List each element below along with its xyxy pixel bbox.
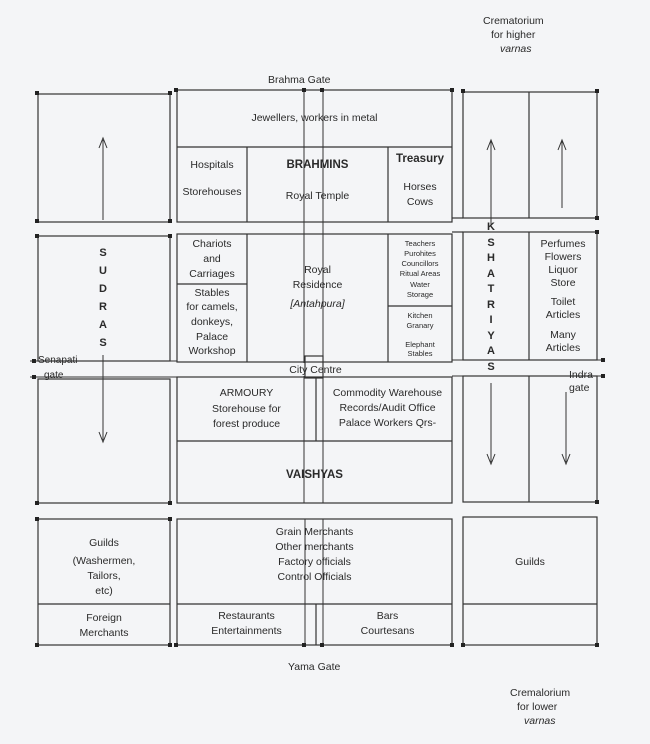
block-north: [176, 89, 453, 223]
block-ssw: [37, 518, 171, 646]
crematorium-higher-1: Crematorium: [483, 15, 544, 27]
chariots-1: Chariots: [192, 238, 232, 250]
chariots-3: Carriages: [189, 268, 235, 280]
treasury-label: Treasury: [396, 153, 444, 165]
elephant-1: Elephant: [405, 340, 435, 349]
block-sw: [37, 378, 171, 504]
perfumes-4: Store: [550, 277, 576, 289]
kitchen-2: Granary: [406, 321, 434, 330]
block-ne: [462, 91, 598, 219]
restaurants-2: Entertainments: [211, 625, 282, 637]
block-market: [176, 518, 453, 646]
stables-2: for camels,: [186, 301, 238, 313]
teachers-3: Councillors: [401, 259, 439, 268]
block-south: [176, 376, 453, 504]
storehouse-forest-2: forest produce: [212, 418, 281, 430]
storehouses-label: Storehouses: [182, 186, 242, 198]
chariots-2: and: [203, 253, 221, 265]
corner-posts: [32, 88, 605, 647]
kitchen-1: Kitchen: [407, 311, 433, 320]
horses-label: Horses: [403, 181, 437, 193]
restaurants-1: Restaurants: [218, 610, 275, 622]
brahma-gate-label: Brahma Gate: [268, 74, 331, 86]
stables-3: donkeys,: [190, 316, 234, 328]
block-centre: [176, 233, 453, 363]
bars-2: Courtesans: [360, 625, 415, 637]
commodity-1: Commodity Warehouse: [332, 387, 443, 399]
perfumes-3: Liquor: [548, 264, 578, 276]
merchants-2: Other merchants: [275, 541, 354, 553]
yama-gate-label: Yama Gate: [288, 661, 341, 673]
crematorium-higher-2: for higher: [491, 29, 536, 41]
crematorium-lower-3: varnas: [524, 715, 556, 727]
jewellers-label: Jewellers, workers in metal: [251, 112, 378, 124]
royal-residence-2: Residence: [292, 279, 343, 291]
hospitals-label: Hospitals: [190, 159, 234, 171]
crematorium-lower-1: Cremalorium: [510, 687, 571, 699]
commodity-2: Records/Audit Office: [339, 402, 436, 414]
merchants-4: Control Officials: [277, 571, 352, 583]
teachers-2: Purohites: [404, 249, 436, 258]
block-sse: [462, 516, 598, 646]
block-nw: [37, 93, 171, 223]
stables-5: Workshop: [188, 345, 236, 357]
perfumes-1: Perfumes: [540, 238, 586, 250]
teachers-4: Ritual Areas: [399, 269, 441, 278]
toilet-2: Articles: [545, 309, 581, 321]
stables-4: Palace: [195, 331, 229, 343]
guilds-left-4: etc): [95, 585, 113, 597]
many-2: Articles: [545, 342, 581, 354]
guilds-left-2: (Washermen,: [72, 555, 136, 567]
crematorium-higher-3: varnas: [500, 43, 532, 55]
royal-residence-1: Royal: [304, 264, 331, 276]
crematorium-lower-2: for lower: [517, 701, 558, 713]
elephant-2: Stables: [407, 349, 433, 358]
perfumes-2: Flowers: [544, 251, 582, 263]
guilds-left-3: Tailors,: [87, 570, 121, 582]
commodity-3: Palace Workers Qrs-: [338, 417, 437, 429]
stables-1: Stables: [194, 287, 230, 299]
toilet-1: Toilet: [550, 296, 576, 308]
many-1: Many: [550, 329, 576, 341]
merchants-3: Factory officials: [278, 556, 351, 568]
movement-arrows: [98, 136, 571, 466]
bars-1: Bars: [376, 610, 399, 622]
senapati-gate-label: Senapati: [38, 355, 78, 366]
city-centre-box: [304, 355, 324, 379]
merchants-1: Grain Merchants: [275, 526, 354, 538]
cows-label: Cows: [406, 196, 434, 208]
teachers-1: Teachers: [404, 239, 436, 248]
guilds-right-label: Guilds: [515, 556, 545, 568]
guilds-left-1: Guilds: [89, 537, 119, 549]
armoury-label: ARMOURY: [219, 387, 274, 399]
storehouse-forest-1: Storehouse for: [212, 403, 281, 415]
indra-gate-label: Indra: [569, 369, 593, 381]
senapati-gate-label-2: gate: [44, 370, 64, 381]
teachers-5: Water: [410, 280, 430, 289]
city-centre-label: City Centre: [289, 364, 342, 376]
teachers-6: Storage: [406, 290, 434, 299]
vaishyas-label: VAISHYAS: [286, 469, 343, 481]
royal-temple-label: Royal Temple: [285, 190, 350, 202]
foreign-1: Foreign: [86, 612, 122, 624]
antahpura-label: [Antahpura]: [290, 298, 345, 310]
brahmins-label: BRAHMINS: [286, 159, 349, 171]
foreign-2: Merchants: [79, 627, 129, 639]
indra-gate-label-2: gate: [569, 382, 590, 394]
